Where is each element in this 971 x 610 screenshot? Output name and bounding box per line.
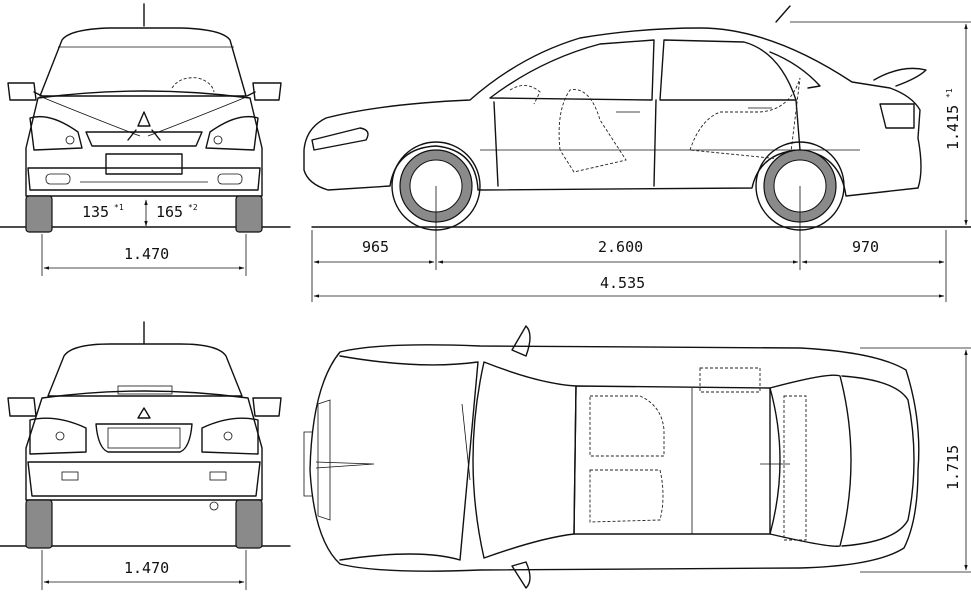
rear-right-tire: [235, 499, 263, 549]
clearance-note: *2: [188, 203, 198, 212]
front-window: [489, 39, 655, 101]
top-roof: [573, 385, 781, 535]
rear-seat: [689, 77, 801, 161]
top-view: 1.715: [303, 325, 971, 589]
right-taillight: [201, 417, 259, 455]
front-right-tire: [235, 195, 263, 233]
top-hood: [339, 355, 479, 561]
rear-spoiler: [873, 67, 927, 87]
front-body: [25, 90, 263, 197]
hood-emblem: [315, 461, 375, 469]
height-label: 1.415: [944, 105, 962, 150]
rear-bench: [783, 395, 807, 541]
rear-body: [25, 390, 263, 501]
top-rear-window: [769, 374, 852, 547]
width-label: 1.715: [944, 445, 962, 490]
side-headlight: [311, 127, 369, 151]
overhang-front-note: *1: [114, 203, 124, 212]
brand-logo: [137, 407, 151, 419]
top-windshield: [472, 361, 577, 559]
rear-track-label: 1.470: [124, 559, 169, 577]
side-body: [303, 27, 922, 197]
driver-seat: [589, 395, 665, 457]
door-handles: [616, 107, 772, 113]
right-mirror: [252, 82, 282, 101]
front-bumper: [27, 167, 261, 191]
brand-logo: [127, 111, 161, 141]
rear-bumper: [27, 461, 261, 497]
grille: [85, 131, 203, 147]
side-view: 965 2.600 970 4.535 1.415 *1: [303, 5, 971, 302]
top-left-mirror: [511, 325, 531, 357]
rear-license-recess: [95, 423, 193, 453]
passenger-seat: [589, 469, 664, 523]
top-body: [309, 344, 920, 572]
left-mirror: [7, 397, 37, 417]
antenna: [775, 5, 791, 23]
exhaust-pipe: [209, 501, 219, 511]
right-headlight: [205, 115, 259, 151]
front-seat: [558, 89, 627, 173]
windshield: [39, 27, 247, 97]
clearance-label: 165: [156, 203, 183, 221]
rear-window: [659, 39, 797, 101]
front-license-plate: [105, 153, 183, 175]
rear-left-tire: [25, 499, 53, 549]
front-track-label: 1.470: [124, 245, 169, 263]
front-left-tire: [25, 195, 53, 233]
side-taillight: [879, 103, 915, 129]
rear-window: [47, 343, 243, 397]
front-overhang-label: 965: [362, 238, 389, 256]
wheelbase-label: 2.600: [598, 238, 643, 256]
brake-light: [117, 385, 173, 395]
right-mirror: [252, 397, 282, 417]
rear-overhang-label: 970: [852, 238, 879, 256]
top-right-mirror: [511, 561, 531, 589]
left-mirror: [7, 82, 37, 101]
top-trunk: [841, 375, 915, 547]
steering-wheel: [171, 77, 215, 93]
height-note: *1: [945, 88, 954, 98]
steering-wheel: [509, 85, 541, 105]
left-headlight: [29, 115, 83, 151]
overall-length-label: 4.535: [600, 274, 645, 292]
overhang-front-label: 135: [82, 203, 109, 221]
front-view: 135 *1 165 *2 1.470: [0, 3, 291, 276]
left-taillight: [29, 417, 87, 455]
rear-view: 1.470: [0, 321, 291, 590]
